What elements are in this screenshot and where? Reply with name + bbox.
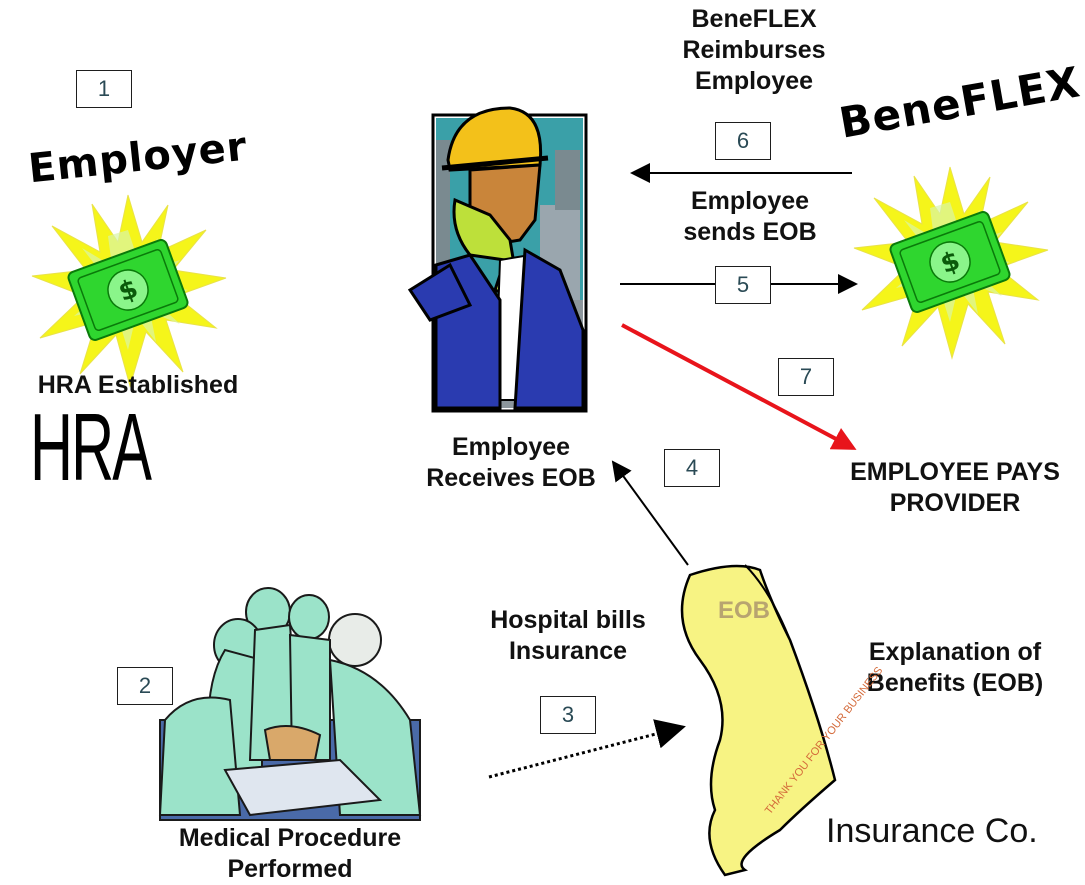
hospital-bills-insurance-label: Hospital bills Insurance — [490, 606, 646, 665]
hra-established-label: HRA Established — [37, 371, 239, 399]
step-6-box: 6 — [715, 122, 771, 160]
arrow-4-eob-to-employee — [611, 460, 689, 566]
hra-wordart: HRA — [30, 394, 152, 501]
eob-doc-title: EOB — [718, 597, 770, 624]
insurance-co-label: Insurance Co. — [826, 812, 1038, 850]
beneflex-reimburses-label: BeneFLEX Reimburses Employee — [682, 5, 826, 95]
step-7-box: 7 — [778, 358, 834, 396]
step-4-box: 4 — [664, 449, 720, 487]
medical-procedure-label: Medical Procedure Performed — [178, 824, 402, 883]
employee-sends-eob-label: Employee sends EOB — [683, 187, 817, 246]
explanation-of-benefits-label: Explanation of Benefits (EOB) — [866, 638, 1044, 697]
step-1-box: 1 — [76, 70, 132, 108]
step-2-box: 2 — [117, 667, 173, 705]
step-3-box: 3 — [540, 696, 596, 734]
step-5-box: 5 — [715, 266, 771, 304]
employee-pays-provider-label: EMPLOYEE PAYS PROVIDER — [850, 458, 1060, 517]
employee-receives-eob-label: Employee Receives EOB — [426, 433, 596, 492]
arrow-7-employee-pays-provider — [621, 323, 857, 450]
